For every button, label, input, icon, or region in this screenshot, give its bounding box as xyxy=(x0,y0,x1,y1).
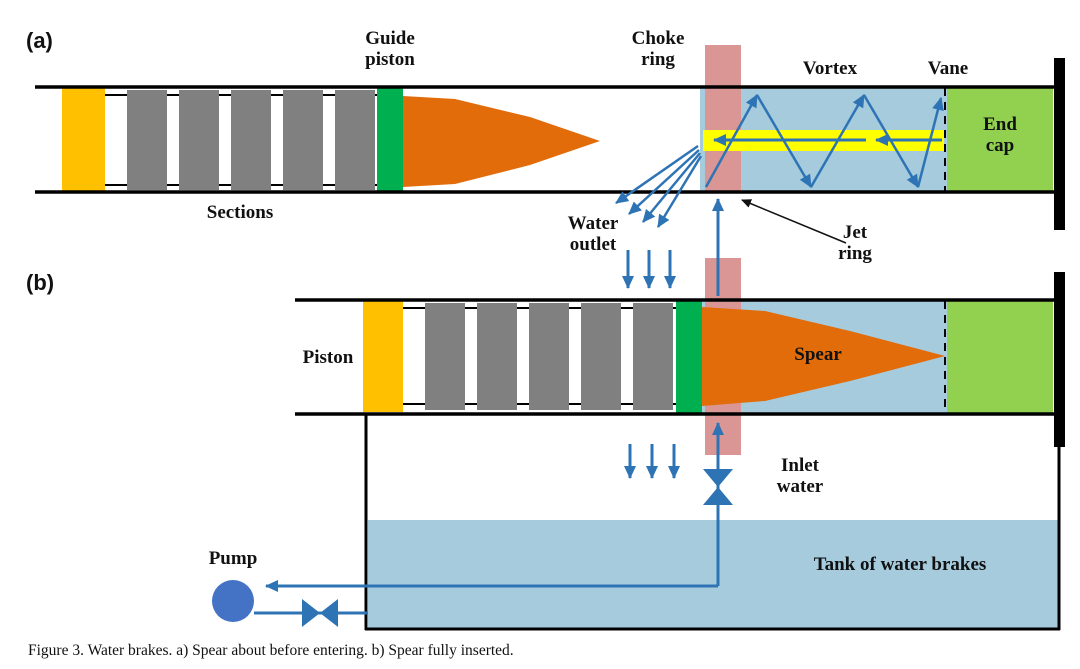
section-block xyxy=(335,90,375,190)
label-guide-piston: Guide piston xyxy=(365,28,415,71)
section-block xyxy=(231,90,271,190)
label-end-cap: End cap xyxy=(983,114,1017,157)
label-pump: Pump xyxy=(208,548,258,569)
guide-piston-ring-b xyxy=(676,300,702,413)
inlet-valve-icon xyxy=(703,469,733,505)
vortex-arrows xyxy=(704,94,944,188)
section-block xyxy=(425,303,465,410)
piston-block-a xyxy=(62,88,105,191)
water-outlet-arrows xyxy=(615,144,703,228)
section-block xyxy=(633,303,673,410)
panel-b-tag: (b) xyxy=(26,270,55,295)
panel-a-tag: (a) xyxy=(26,28,53,53)
guide-piston-ring-a xyxy=(377,87,403,192)
piston-block-b xyxy=(363,301,403,412)
section-block xyxy=(529,303,569,410)
pump-valve-icon xyxy=(302,599,338,627)
section-block xyxy=(127,90,167,190)
label-spear: Spear xyxy=(794,344,842,365)
end-wall-b xyxy=(1054,272,1065,447)
label-water-outlet: Water outlet xyxy=(567,213,619,256)
section-block xyxy=(283,90,323,190)
label-vane: Vane xyxy=(927,58,969,79)
outlet-down-arrows-b xyxy=(624,444,680,479)
outlet-down-arrows-a xyxy=(622,250,676,289)
tank-outline xyxy=(364,414,1061,631)
figure-caption: Figure 3. Water brakes. a) Spear about b… xyxy=(28,642,514,659)
label-jet-ring: Jet ring xyxy=(838,222,872,265)
choke-ring-a xyxy=(705,45,741,192)
spear-b xyxy=(702,307,945,406)
end-cap-a xyxy=(947,87,1053,192)
label-inlet-water: Inlet water xyxy=(776,455,824,498)
jet-ring-leader-arrow xyxy=(741,199,847,244)
tank-water xyxy=(368,520,1058,629)
section-block xyxy=(581,303,621,410)
end-cap-b xyxy=(947,300,1053,413)
section-block xyxy=(179,90,219,190)
label-tank: Tank of water brakes xyxy=(813,554,987,575)
spear-a xyxy=(403,96,600,187)
label-piston: Piston xyxy=(302,347,354,368)
label-vortex: Vortex xyxy=(802,58,858,79)
section-block xyxy=(477,303,517,410)
tube-walls xyxy=(35,85,1062,416)
pump-icon xyxy=(212,580,254,622)
end-wall-a xyxy=(1054,58,1065,230)
label-choke-ring: Choke ring xyxy=(631,28,685,71)
label-sections: Sections xyxy=(206,202,274,223)
